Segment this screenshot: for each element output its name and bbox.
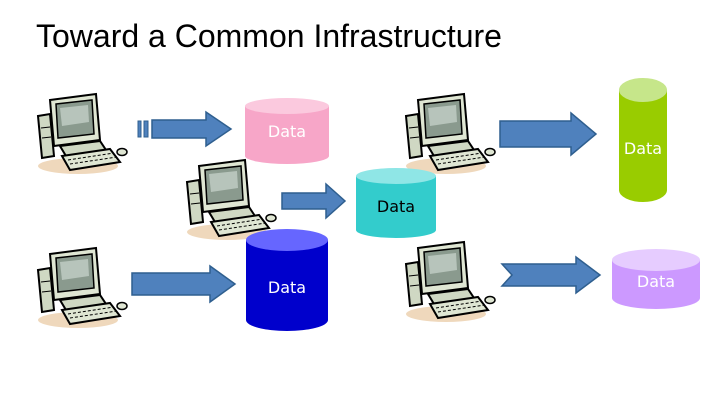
database-label: Data	[268, 122, 306, 141]
database-teal: Data	[356, 168, 436, 238]
cylinder-top	[612, 249, 700, 271]
striped-arrow	[137, 110, 233, 148]
cylinder-body	[619, 90, 667, 202]
arrow	[281, 182, 347, 220]
database-lavender: Data	[612, 249, 700, 309]
database-green: Data	[619, 78, 667, 202]
database-label: Data	[377, 197, 415, 216]
database-label: Data	[268, 278, 306, 297]
computer-icon	[405, 93, 496, 175]
cylinder-body	[245, 106, 329, 164]
cylinder-top	[356, 168, 436, 184]
cylinder-top	[619, 78, 667, 102]
cylinder-top	[246, 229, 328, 251]
database-pink: Data	[245, 98, 329, 164]
computer-icon	[405, 241, 496, 323]
notched-arrow	[500, 255, 602, 295]
cylinder-top	[245, 98, 329, 114]
database-label: Data	[624, 139, 662, 158]
cylinder-body	[612, 260, 700, 309]
database-blue: Data	[246, 229, 328, 331]
cylinder-body	[356, 176, 436, 238]
computer-icon	[186, 159, 277, 241]
computer-icon	[37, 247, 128, 329]
slide-title: Toward a Common Infrastructure	[36, 18, 502, 54]
arrow	[131, 264, 237, 304]
arrow	[499, 111, 598, 157]
computer-icon	[37, 93, 128, 175]
cylinder-body	[246, 240, 328, 331]
database-label: Data	[637, 272, 675, 291]
